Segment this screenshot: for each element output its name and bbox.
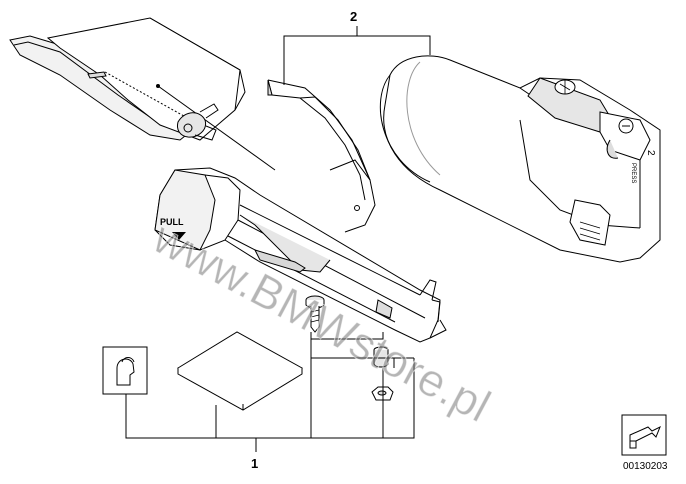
flashlight-number-label: 2 [645, 150, 656, 156]
foam-pad [177, 331, 303, 411]
callout-1-leaders [125, 332, 415, 452]
flashlight-unit [379, 55, 661, 263]
pull-label: PULL [160, 217, 184, 227]
catalog-arrow-icon [621, 414, 667, 456]
glovebox-panel [9, 17, 276, 171]
symbol-box [102, 346, 148, 395]
callout-1: 1 [251, 456, 259, 471]
flashlight-holder [154, 79, 447, 343]
callout-2-leaders [283, 26, 431, 85]
pull-arrow-icon [172, 232, 186, 240]
callout-2: 2 [350, 9, 358, 24]
catalog-number: 00130203 [623, 461, 668, 472]
press-label: PRESS [630, 163, 636, 183]
screw [305, 295, 325, 333]
